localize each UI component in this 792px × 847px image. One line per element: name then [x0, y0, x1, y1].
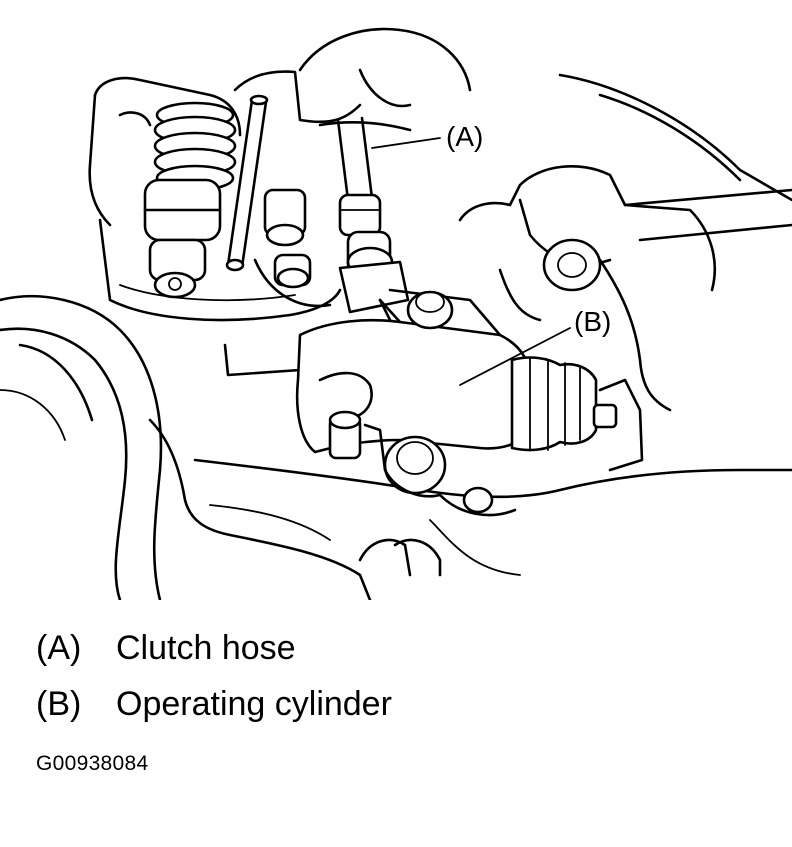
callout-b-label: (B): [574, 306, 611, 337]
legend-key: (A): [36, 629, 82, 667]
legend-item: (B) Operating cylinder: [36, 684, 392, 740]
figure-id: G00938084: [36, 752, 149, 775]
clutch-hose: [336, 116, 410, 332]
parts-legend: (A) Clutch hose (B) Operating cylinder: [36, 628, 392, 740]
mounting-bolts: [253, 188, 332, 308]
line-drawing: (A) (B): [0, 27, 792, 600]
legend-label: Clutch hose: [116, 629, 296, 667]
upper-housing: [298, 27, 792, 202]
right-mount-bracket: [458, 165, 792, 412]
callout-b-leader: [459, 327, 571, 386]
operating-cylinder: [295, 288, 644, 517]
legend-key: (B): [36, 685, 82, 723]
callout-a-leader: [371, 137, 441, 149]
shift-mechanism: [88, 70, 362, 377]
callout-a-label: (A): [446, 121, 483, 152]
legend-label: Operating cylinder: [116, 685, 392, 723]
clutch-assembly-illustration: (A) (B): [0, 27, 792, 600]
legend-item: (A) Clutch hose: [36, 628, 392, 684]
lower-housing-detail: [358, 519, 521, 577]
